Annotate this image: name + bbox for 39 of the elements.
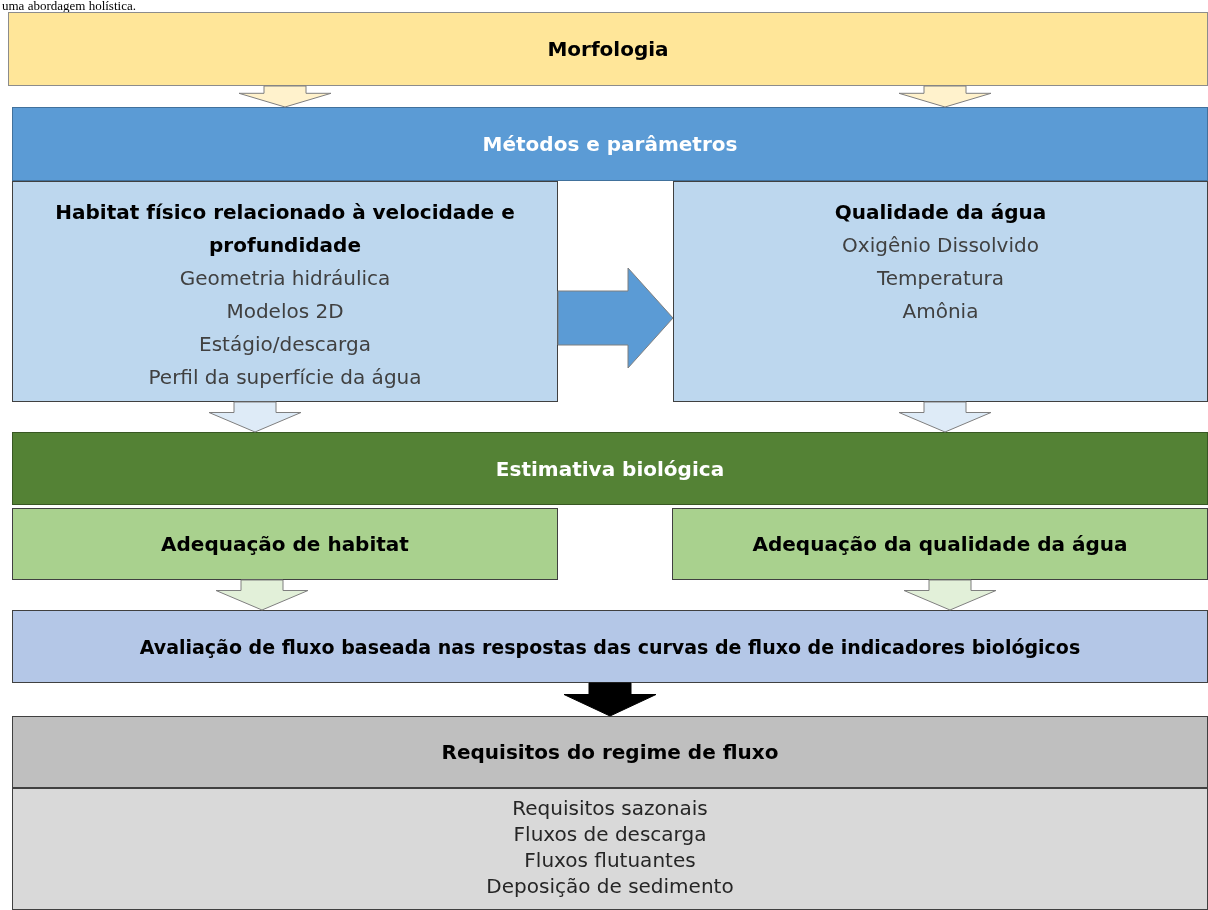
box-text: Avaliação de fluxo baseada nas respostas das curvas de fluxo de indicadores biológicos — [139, 634, 1081, 660]
box-text: Perfil da superfície da água — [148, 364, 422, 391]
list-box — [12, 788, 1208, 910]
box-text: Requisitos sazonais — [512, 795, 708, 821]
band-header — [12, 432, 1208, 505]
box-text: Amônia — [902, 298, 979, 325]
box-heading: Qualidade da água — [834, 199, 1047, 226]
box-text: Fluxos de descarga — [513, 821, 707, 847]
box-text: Modelos 2D — [226, 298, 344, 325]
block-arrow — [238, 85, 332, 108]
block-arrow — [208, 401, 302, 433]
block-arrow — [215, 579, 309, 611]
box-text: Fluxos flutuantes — [524, 847, 696, 873]
process-box — [12, 181, 558, 402]
box-text: Adequação da qualidade da água — [752, 531, 1128, 557]
box-text: Estágio/descarga — [199, 331, 371, 358]
box-text: Estimativa biológica — [495, 455, 725, 482]
band-header — [12, 107, 1208, 181]
band-header — [12, 716, 1208, 788]
block-arrow — [563, 682, 657, 717]
process-box — [12, 610, 1208, 683]
box-text: Deposição de sedimento — [486, 873, 734, 899]
block-arrow — [557, 267, 674, 369]
box-text: Morfologia — [547, 36, 669, 62]
process-box — [12, 508, 558, 580]
box-text: Geometria hidráulica — [179, 265, 391, 292]
box-text: Métodos e parâmetros — [482, 131, 738, 157]
block-arrow — [898, 85, 992, 108]
block-arrow — [898, 401, 992, 433]
process-box — [673, 181, 1208, 402]
note-text: uma abordagem holística. — [2, 0, 136, 12]
process-box — [672, 508, 1208, 580]
box-heading: Habitat físico relacionado à velocidade e profundidade — [54, 199, 516, 259]
box-text: Requisitos do regime de fluxo — [441, 739, 779, 765]
block-arrow — [903, 579, 997, 611]
box-text: Adequação de habitat — [161, 531, 409, 557]
band-header — [8, 12, 1208, 86]
box-text: Oxigênio Dissolvido — [842, 232, 1039, 259]
box-text: Temperatura — [876, 265, 1005, 292]
